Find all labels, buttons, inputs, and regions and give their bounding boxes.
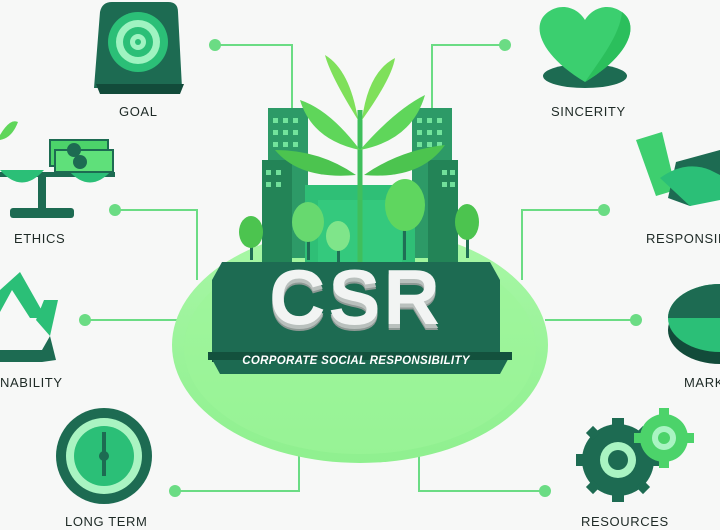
handshake-icon (636, 132, 720, 206)
csr-sign (208, 262, 512, 374)
connector-responsibility (521, 209, 604, 280)
connector-ethics (115, 209, 198, 280)
connectors (85, 44, 636, 492)
clock-icon (56, 408, 152, 504)
trees (239, 179, 479, 263)
gears-icon (576, 408, 694, 502)
label-responsibility: RESPONSIBI (646, 231, 720, 246)
label-goal: GOAL (119, 104, 158, 119)
connector-long-term (175, 440, 300, 492)
csr-subtitle: CORPORATE SOCIAL RESPONSIBILITY (242, 355, 470, 367)
label-ethics: ETHICS (14, 231, 66, 246)
balance-scale-money-icon (0, 121, 115, 218)
connector-sincerity (431, 44, 505, 112)
label-resources: RESOURCES (581, 514, 669, 529)
connector-dots (79, 39, 642, 497)
connector-goal (215, 44, 293, 112)
heart-icon (539, 6, 631, 88)
sprout-icon (275, 55, 445, 262)
label-market: MARK (684, 375, 720, 390)
label-sincerity: SINCERITY (551, 104, 626, 119)
recycle-icon (0, 272, 58, 362)
label-long-term: LONG TERM (65, 514, 148, 529)
target-icon (94, 2, 184, 94)
pie-chart-icon (668, 284, 720, 364)
label-sustainability: NABILITY (0, 375, 63, 390)
csr-title: CSR (269, 253, 443, 341)
